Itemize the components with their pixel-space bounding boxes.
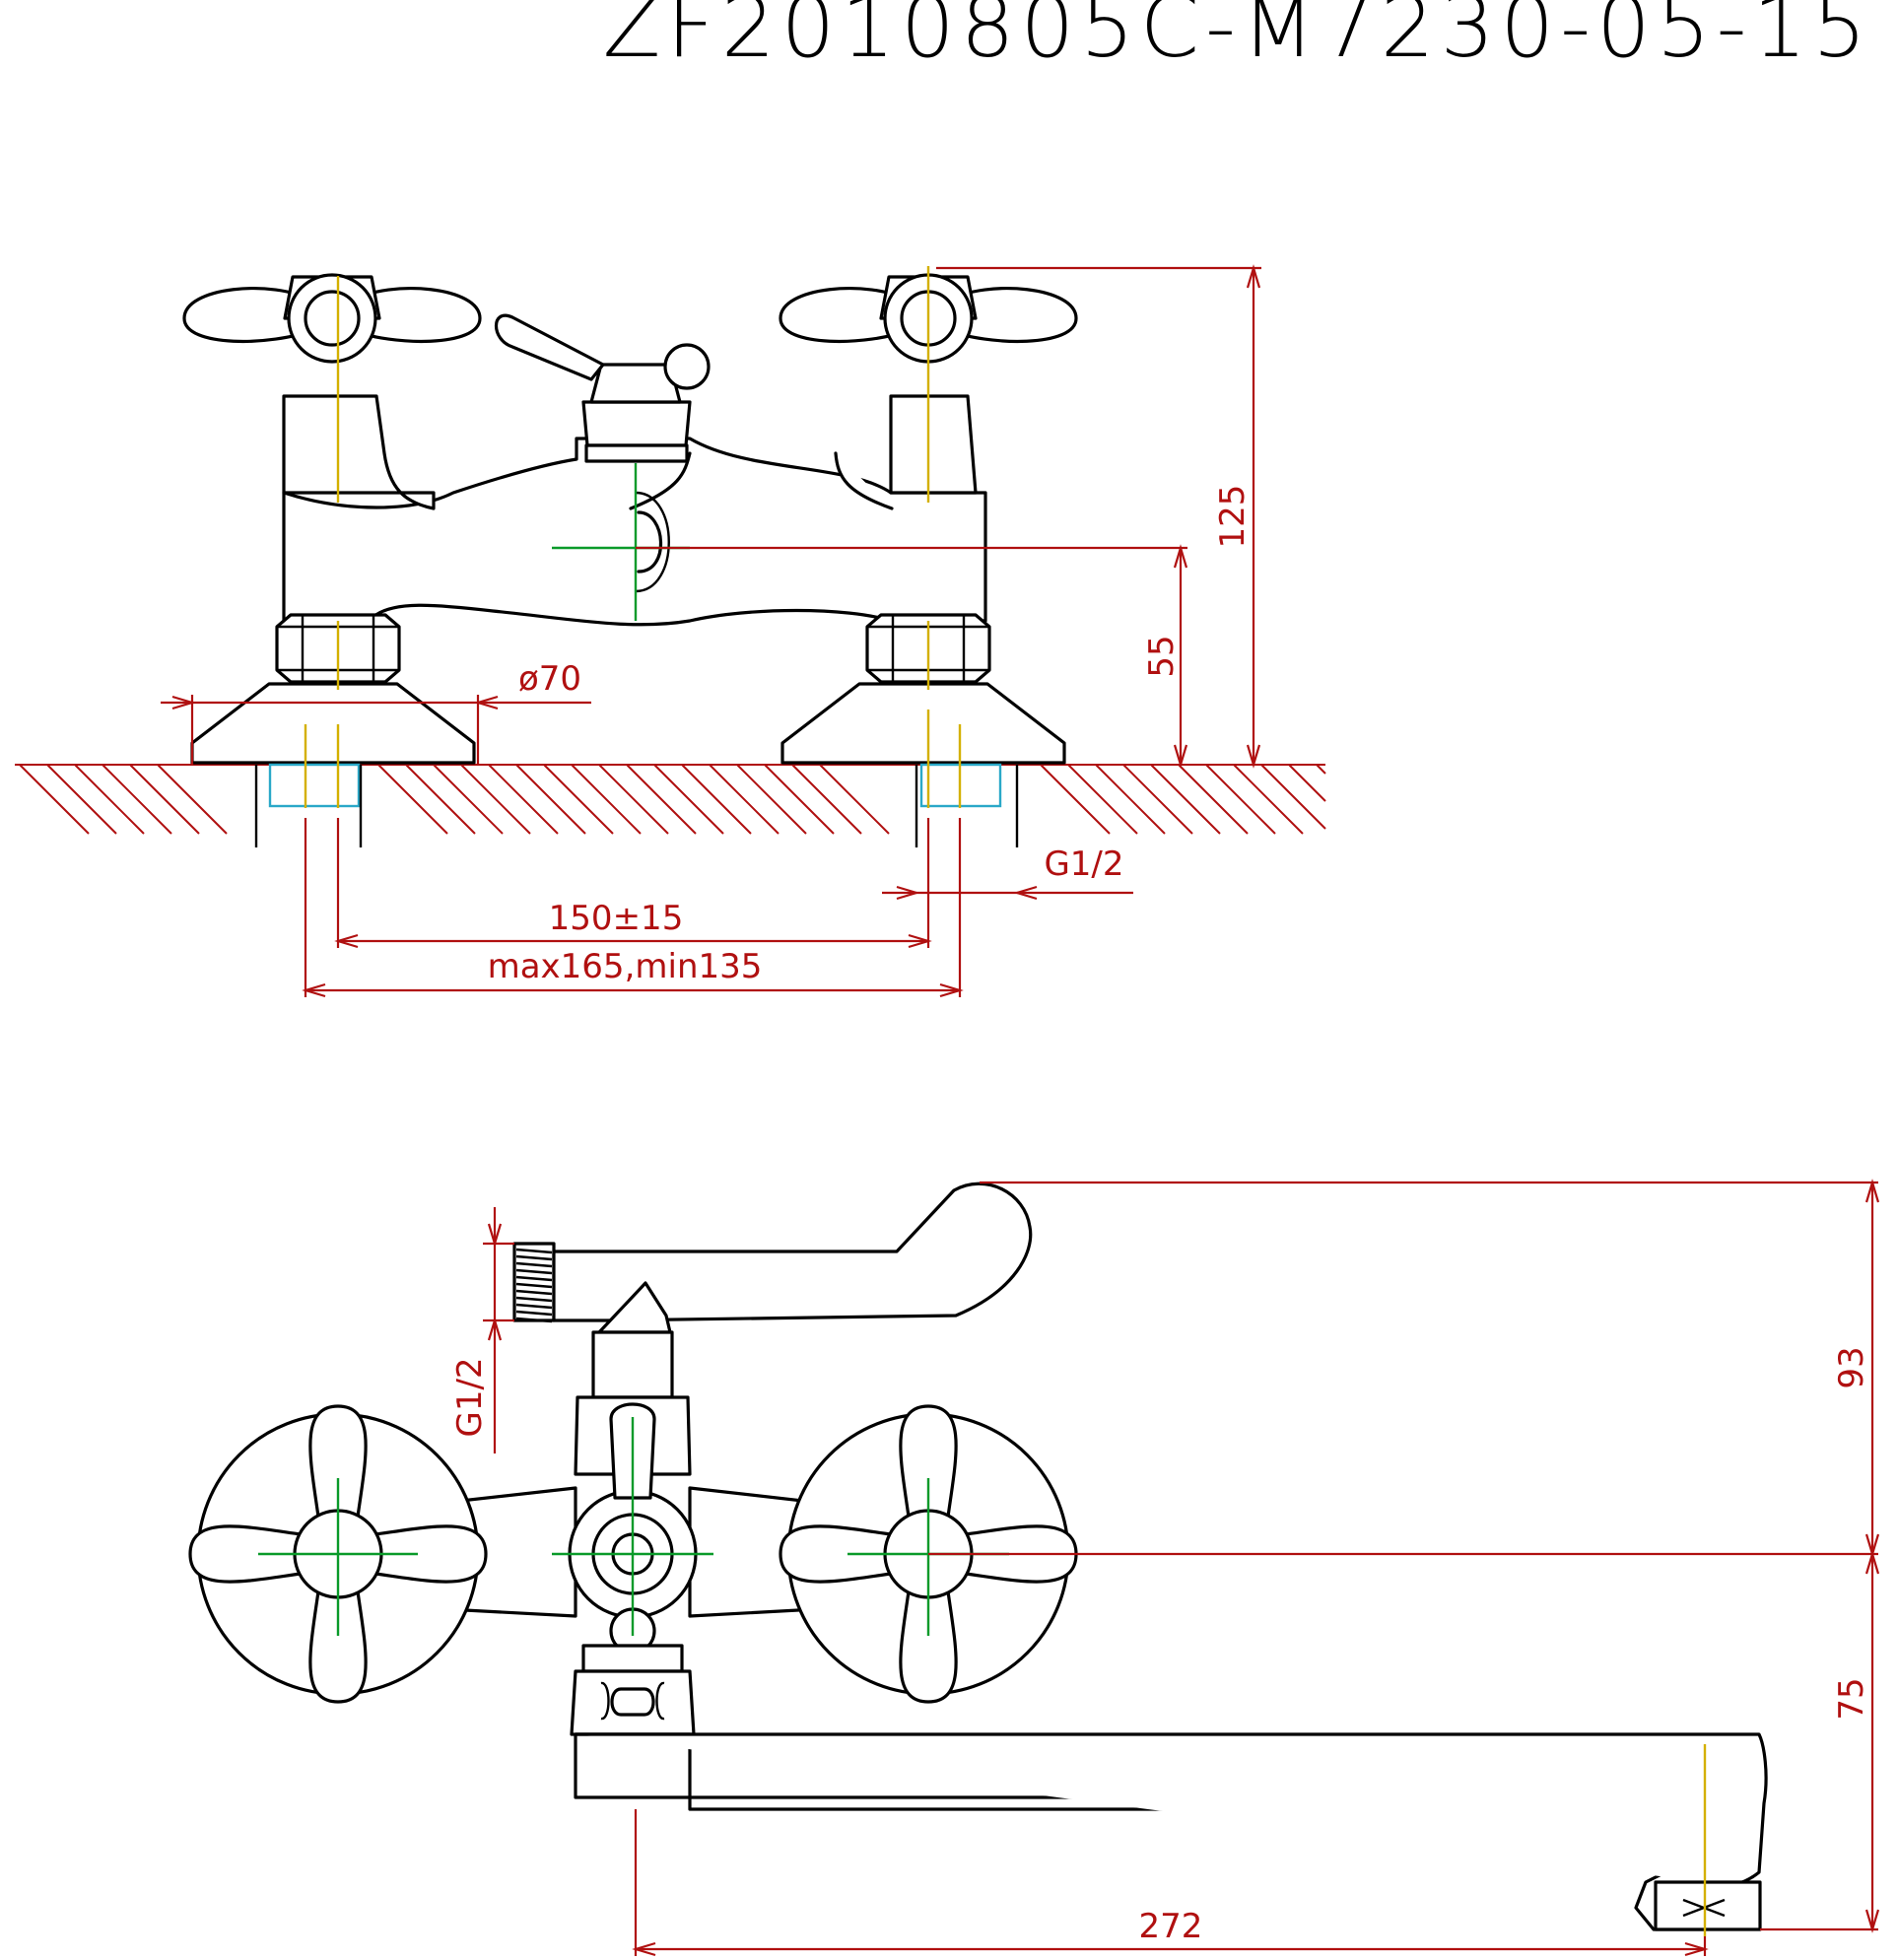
dim-depth-outlet: 93 [1832,1346,1871,1388]
left-inlet-pipe [254,763,363,847]
hatch-line [488,764,559,835]
hatch-line [433,764,504,835]
dim-center-range: max165,min135 [488,947,763,986]
dim-height-outlet: 55 [1142,635,1182,677]
dim-depth-spout: 75 [1832,1677,1871,1720]
dim-outlet-thread: G1/2 [450,1357,490,1437]
hatch-line [74,764,145,835]
hatch-line [1150,764,1221,835]
hatch-line [1178,764,1249,835]
thread-line [515,1296,553,1303]
dim-center-distance: 150±15 [549,899,684,938]
hatch-line [736,764,807,835]
hatch-line [46,764,117,835]
thread-line [515,1248,553,1254]
left-handle-front [182,273,482,364]
thread-line [515,1275,553,1282]
dimension-lines-top [483,1179,1880,1957]
hatch-line [102,764,172,835]
dim-inlet-thread: G1/2 [1044,845,1123,884]
right-inlet-pipe [915,763,1019,847]
thread-line [515,1310,553,1317]
thread-line [515,1268,553,1275]
hatch-line [1095,764,1166,835]
hatch-line [543,764,614,835]
drawing-title: ZF2010805C-M7230-05-15 [603,0,1872,77]
dim-spout-reach: 272 [1139,1907,1203,1946]
hatch-line [19,764,90,835]
wall-hatching [15,764,1326,835]
right-flange [780,682,1066,765]
hatch-line [1040,764,1111,835]
thread-line [515,1261,553,1268]
hatch-line [681,764,752,835]
hatch-line [598,764,669,835]
top-view: G1/2 93 75 272 [188,1179,1880,1957]
dimension-lines-front [161,264,1261,998]
hatch-line [377,764,448,835]
hatch-line [626,764,697,835]
hatch-line [1233,764,1304,835]
hatch-line [764,764,835,835]
thread-line [515,1303,553,1310]
hatch-line [1122,764,1193,835]
dim-flange-diameter: ø70 [518,659,581,699]
hatch-line [515,764,586,835]
front-view: 125 55 ø70 G1/2 150±15 max165,min135 [15,264,1326,998]
hatch-line [571,764,642,835]
thread-line [515,1282,553,1289]
hatch-line [819,764,890,835]
hatch-line [653,764,724,835]
shower-outlet-top [512,1182,1033,1476]
hatch-line [460,764,531,835]
spout-top [574,1732,1768,1931]
hatch-line [157,764,228,835]
hatch-line [1067,764,1138,835]
hatch-line [1288,764,1326,802]
hatch-line [1205,764,1276,835]
hatch-line [1316,764,1326,775]
hatch-line [129,764,200,835]
hatch-line [791,764,862,835]
thread-line [515,1254,553,1261]
thread-line [515,1317,553,1323]
hatch-line [709,764,780,835]
left-flange [190,682,476,765]
hatch-line [405,764,476,835]
dim-height-total: 125 [1213,485,1253,549]
thread-line [515,1289,553,1296]
hatch-line [1260,764,1326,830]
